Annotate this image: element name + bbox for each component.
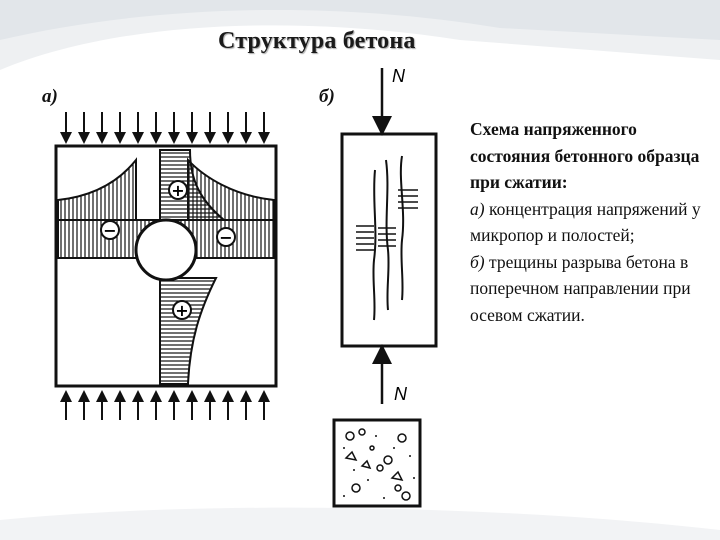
bottom-load-label: N xyxy=(394,384,408,404)
page-title: Структура бетона xyxy=(218,28,416,54)
aggregate-outline xyxy=(332,418,422,508)
minus-sign-right: − xyxy=(216,227,236,247)
plus-sign-bottom-text: + xyxy=(175,301,188,320)
top-load-label: N xyxy=(392,66,406,86)
top-swoosh-dark xyxy=(0,0,720,40)
concrete-aggregate-sample xyxy=(332,418,422,508)
top-tension-zone xyxy=(159,149,227,221)
top-load-arrows xyxy=(60,112,270,144)
caption-item-a-text: концентрация напряжений у микропор и пол… xyxy=(470,198,701,246)
specimen-outline xyxy=(54,144,278,388)
minus-sign-left: − xyxy=(100,220,120,240)
caption-item-b: б) трещины разрыва бетона в поперечном н… xyxy=(470,249,715,329)
caption-item-b-text: трещины разрыва бетона в поперечном напр… xyxy=(470,251,691,325)
plus-sign-top: + xyxy=(168,180,188,200)
plus-sign-top-text: + xyxy=(171,181,184,200)
bottom-swoosh xyxy=(0,507,720,540)
plus-sign-bottom: + xyxy=(172,300,192,320)
caption-item-b-marker: б) xyxy=(470,251,485,272)
aggregate-dots xyxy=(343,435,415,499)
figure-caption: Схема напряженного состояния бетонного о… xyxy=(470,116,715,328)
minus-sign-right-text: − xyxy=(219,228,232,247)
bottom-tension-zone xyxy=(159,277,218,385)
minus-sign-left-text: − xyxy=(103,221,116,240)
bottom-load-arrows xyxy=(60,390,270,420)
tension-hatch-marks xyxy=(356,189,418,251)
caption-heading: Схема напряженного состояния бетонного о… xyxy=(470,119,700,192)
aggregate-particles xyxy=(344,428,411,501)
figure-a-label: а) xyxy=(42,86,58,107)
figure-a-stress-diagram: + − − + xyxy=(54,112,278,420)
crack-lines xyxy=(372,155,405,321)
caption-item-a-marker: а) xyxy=(470,198,485,219)
left-compression-peak xyxy=(57,157,137,221)
caption-item-a: а) концентрация напряжений у микропор и … xyxy=(470,196,715,249)
figure-b-label: б) xyxy=(319,86,335,107)
figure-b-crack-diagram: N N xyxy=(340,66,438,404)
micropore-circle xyxy=(134,218,198,282)
